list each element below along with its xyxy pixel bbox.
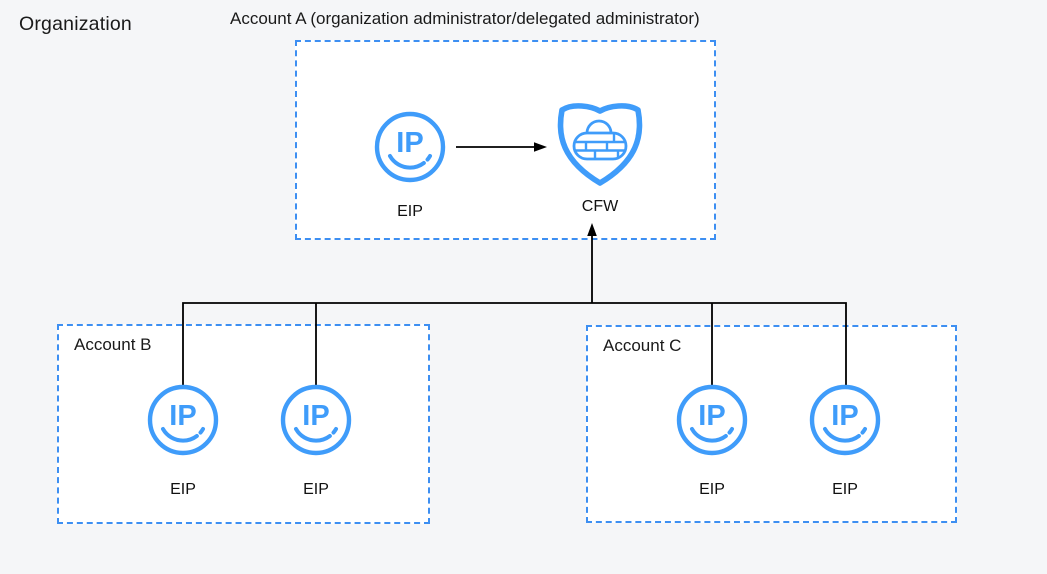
node-cfw-account-a: CFW	[552, 99, 648, 216]
svg-text:IP: IP	[698, 400, 725, 432]
eip-label: EIP	[170, 481, 196, 498]
svg-text:IP: IP	[831, 400, 858, 432]
organization-label: Organization	[19, 13, 132, 35]
node-eip-account-c-2: IP EIP	[805, 380, 885, 499]
node-eip-account-c-1: IP EIP	[672, 380, 752, 499]
eip-icon: IP	[676, 384, 748, 456]
account-a-title: Account A (organization administrator/de…	[230, 9, 700, 28]
eip-icon: IP	[809, 384, 881, 456]
cfw-label: CFW	[581, 198, 619, 215]
node-eip-account-b-1: IP EIP	[143, 380, 223, 499]
eip-label: EIP	[832, 481, 858, 498]
account-b-box: Account B	[57, 324, 430, 524]
eip-label: EIP	[397, 203, 423, 220]
eip-icon: IP	[280, 384, 352, 456]
node-eip-account-b-2: IP EIP	[276, 380, 356, 499]
account-c-label: Account C	[603, 336, 682, 355]
svg-text:IP: IP	[302, 400, 329, 432]
node-eip-account-a: IP EIP	[370, 107, 450, 221]
eip-icon: IP	[374, 111, 446, 183]
svg-text:IP: IP	[396, 127, 423, 159]
svg-text:IP: IP	[169, 400, 196, 432]
cfw-shield-icon	[557, 103, 643, 186]
account-a-box	[295, 40, 716, 240]
account-b-label: Account B	[74, 335, 152, 354]
eip-icon: IP	[147, 384, 219, 456]
eip-label: EIP	[699, 481, 725, 498]
eip-label: EIP	[303, 481, 329, 498]
account-c-box: Account C	[586, 325, 957, 523]
